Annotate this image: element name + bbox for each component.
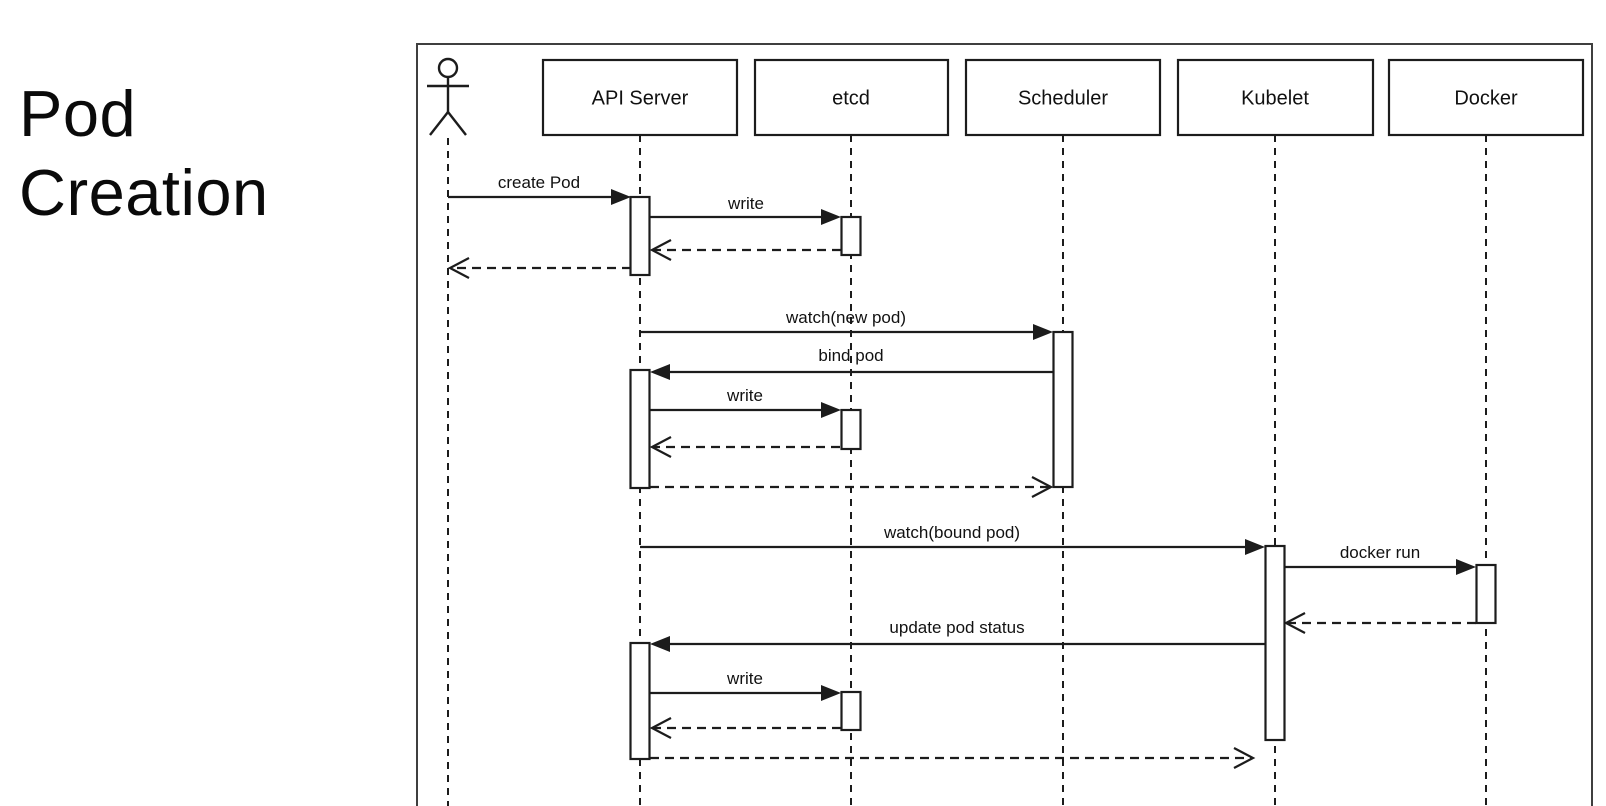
participant-box-api-server xyxy=(541,58,739,137)
message-watch-new-pod--arrowhead-icon xyxy=(1033,324,1053,340)
participant-box-kubelet xyxy=(1176,58,1375,137)
message-watch-bound-pod--label: watch(bound pod) xyxy=(883,523,1020,542)
activation-bar-etcd xyxy=(840,408,862,451)
activation-bar-kubelet xyxy=(1264,544,1286,742)
message-return-open-arrowhead-icon xyxy=(649,239,672,261)
message-write-arrowhead-icon xyxy=(821,685,841,701)
message-create-pod-label: create Pod xyxy=(498,173,580,192)
message-create-pod-arrowhead-icon xyxy=(611,189,631,205)
participant-label-api-server: API Server xyxy=(592,88,689,110)
message-write-label: write xyxy=(726,386,763,405)
activation-bar-docker xyxy=(1475,563,1497,625)
message-return-open-arrowhead-icon xyxy=(649,717,672,739)
actor-leg-left xyxy=(429,111,449,136)
message-docker-run-arrowhead-icon xyxy=(1456,559,1476,575)
message-write-label: write xyxy=(727,194,764,213)
slide-title-line1: Pod xyxy=(19,77,137,150)
activation-bar-api-server xyxy=(629,195,651,277)
message-bind-pod-arrowhead-icon xyxy=(650,364,670,380)
activation-bar-etcd xyxy=(840,690,862,732)
message-write-arrowhead-icon xyxy=(821,402,841,418)
message-write-arrowhead-icon xyxy=(821,209,841,225)
message-return-open-arrowhead-icon xyxy=(1233,747,1256,769)
activation-bar-api-server xyxy=(629,641,651,761)
participant-box-etcd xyxy=(753,58,950,137)
participant-label-scheduler: Scheduler xyxy=(1018,88,1108,110)
slide-title-line2: Creation xyxy=(19,156,269,229)
message-return-open-arrowhead-icon xyxy=(447,257,470,279)
participant-box-docker xyxy=(1387,58,1585,137)
activation-bar-scheduler xyxy=(1052,330,1074,489)
message-write-label: write xyxy=(726,669,763,688)
participant-label-kubelet: Kubelet xyxy=(1241,88,1309,110)
slide-title: Pod Creation xyxy=(19,74,269,232)
participant-box-scheduler xyxy=(964,58,1162,137)
diagram-frame xyxy=(416,43,1593,806)
message-return-open-arrowhead-icon xyxy=(1031,476,1054,498)
message-return-open-arrowhead-icon xyxy=(649,436,672,458)
actor-leg-right xyxy=(447,111,467,136)
message-watch-new-pod--label: watch(new pod) xyxy=(785,308,906,327)
activation-bar-api-server xyxy=(629,368,651,490)
stick-figure-actor-icon xyxy=(427,57,469,136)
message-return-open-arrowhead-icon xyxy=(1283,612,1306,634)
message-watch-bound-pod--arrowhead-icon xyxy=(1245,539,1265,555)
message-update-pod-status-arrowhead-icon xyxy=(650,636,670,652)
message-bind-pod-label: bind pod xyxy=(818,346,883,365)
message-update-pod-status-label: update pod status xyxy=(889,618,1024,637)
activation-bar-etcd xyxy=(840,215,862,257)
message-docker-run-label: docker run xyxy=(1340,543,1420,562)
participant-label-docker: Docker xyxy=(1454,88,1518,110)
participant-label-etcd: etcd xyxy=(832,88,870,110)
